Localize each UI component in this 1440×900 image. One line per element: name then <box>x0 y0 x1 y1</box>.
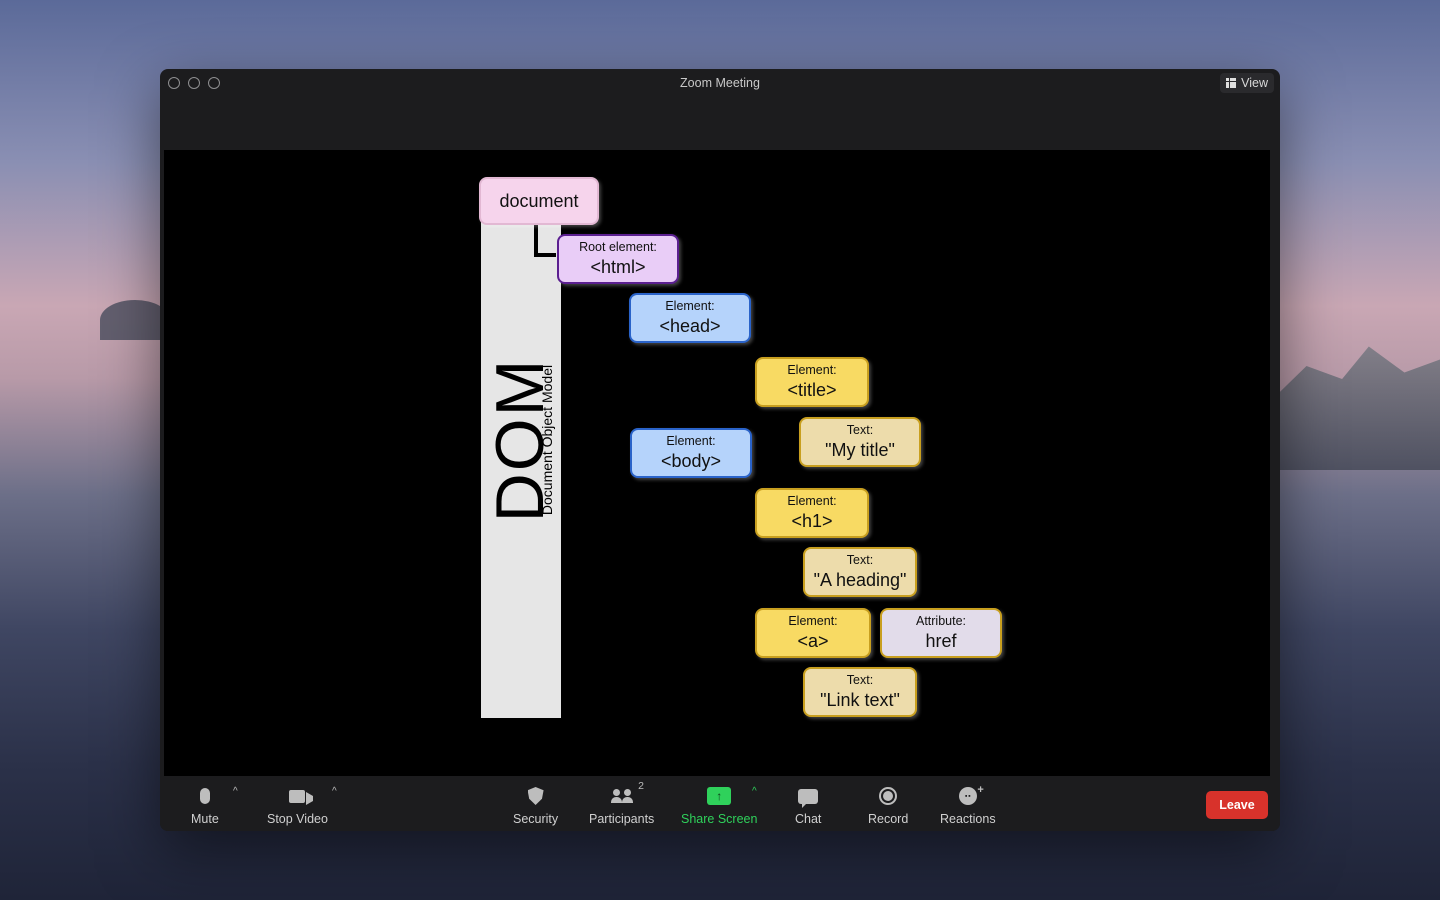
zoom-window: Zoom Meeting View DOM Document Object Mo… <box>160 69 1280 831</box>
microphone-icon <box>199 788 210 804</box>
node-label: Attribute: <box>915 614 967 628</box>
record-label: Record <box>868 812 909 826</box>
leave-button[interactable]: Leave <box>1206 791 1268 819</box>
node-label: Text: <box>846 423 874 437</box>
dom-subtitle: Document Object Model <box>539 364 555 516</box>
node-value: <html> <box>590 257 646 277</box>
view-label: View <box>1241 76 1268 90</box>
node-text-my-title: Text: "My title" <box>799 417 921 467</box>
node-document: document <box>479 177 599 225</box>
node-html: Root element: <html> <box>557 234 679 284</box>
mute-label: Mute <box>191 812 219 826</box>
node-h1: Element: <h1> <box>755 488 869 538</box>
node-text-heading: Text: "A heading" <box>803 547 917 597</box>
node-value: <body> <box>660 451 722 471</box>
node-value: "A heading" <box>813 570 907 590</box>
node-value: <h1> <box>791 511 833 531</box>
node-text-link: Text: "Link text" <box>803 667 917 717</box>
node-value: <title> <box>787 380 837 400</box>
security-label: Security <box>513 812 559 826</box>
participants-button[interactable]: 2 Participants <box>589 780 655 828</box>
mute-button[interactable]: Mute <box>191 784 219 828</box>
video-camera-icon <box>289 789 314 805</box>
node-body: Element: <body> <box>630 428 752 478</box>
node-label: Element: <box>787 363 837 377</box>
reactions-button[interactable]: ∙∙ Reactions <box>940 781 996 828</box>
chat-button[interactable]: Chat <box>795 784 821 828</box>
audio-options-caret-up-icon[interactable]: ^ <box>233 786 238 797</box>
node-title: Element: <title> <box>755 357 869 407</box>
node-label: Text: <box>846 553 874 567</box>
record-button[interactable]: Record <box>868 784 908 828</box>
node-label: Text: <box>846 673 874 687</box>
reactions-icon: ∙∙ <box>958 781 984 805</box>
dom-sidebar <box>481 190 561 718</box>
close-window-button[interactable] <box>168 77 180 89</box>
node-value: document <box>499 191 579 211</box>
share-options-caret-up-icon[interactable]: ^ <box>752 786 757 797</box>
chat-label: Chat <box>795 812 822 826</box>
node-head: Element: <head> <box>629 293 751 343</box>
security-button[interactable]: Security <box>513 784 558 828</box>
island-right <box>1262 346 1440 470</box>
node-value: "Link text" <box>820 690 900 710</box>
share-screen-button[interactable]: ↑ Share Screen <box>681 784 757 828</box>
node-label: Element: <box>666 434 716 448</box>
node-label: Element: <box>787 494 837 508</box>
grid-icon <box>1226 78 1237 88</box>
title-bar: Zoom Meeting View <box>160 69 1280 97</box>
reactions-label: Reactions <box>940 812 996 826</box>
video-options-caret-up-icon[interactable]: ^ <box>332 786 337 797</box>
participants-label: Participants <box>589 812 655 826</box>
tree-connector <box>534 225 556 257</box>
node-attribute-href: Attribute: href <box>880 608 1002 658</box>
node-label: Element: <box>788 614 838 628</box>
shield-icon <box>527 787 544 805</box>
minimize-window-button[interactable] <box>188 77 200 89</box>
node-value: href <box>925 631 957 651</box>
zoom-window-button[interactable] <box>208 77 220 89</box>
participant-count: 2 <box>638 780 644 792</box>
node-value: <a> <box>797 631 829 651</box>
share-screen-icon: ↑ <box>707 787 732 805</box>
record-icon <box>879 787 898 805</box>
stop-video-button[interactable]: Stop Video <box>267 784 328 828</box>
island-left <box>100 300 170 340</box>
node-label: Element: <box>665 299 715 313</box>
node-label: Root element: <box>579 240 657 254</box>
meeting-toolbar: Mute ^ Stop Video ^ Security 2 Participa… <box>160 776 1280 831</box>
participants-icon <box>611 789 634 803</box>
node-a: Element: <a> <box>755 608 871 658</box>
stop-video-label: Stop Video <box>267 812 328 826</box>
share-screen-label: Share Screen <box>681 812 758 826</box>
view-button[interactable]: View <box>1220 73 1274 93</box>
node-value: "My title" <box>825 440 895 460</box>
chat-icon <box>798 788 819 808</box>
shared-screen: DOM Document Object Model document Root … <box>164 150 1270 776</box>
node-value: <head> <box>659 316 721 336</box>
window-title: Zoom Meeting <box>680 76 760 90</box>
